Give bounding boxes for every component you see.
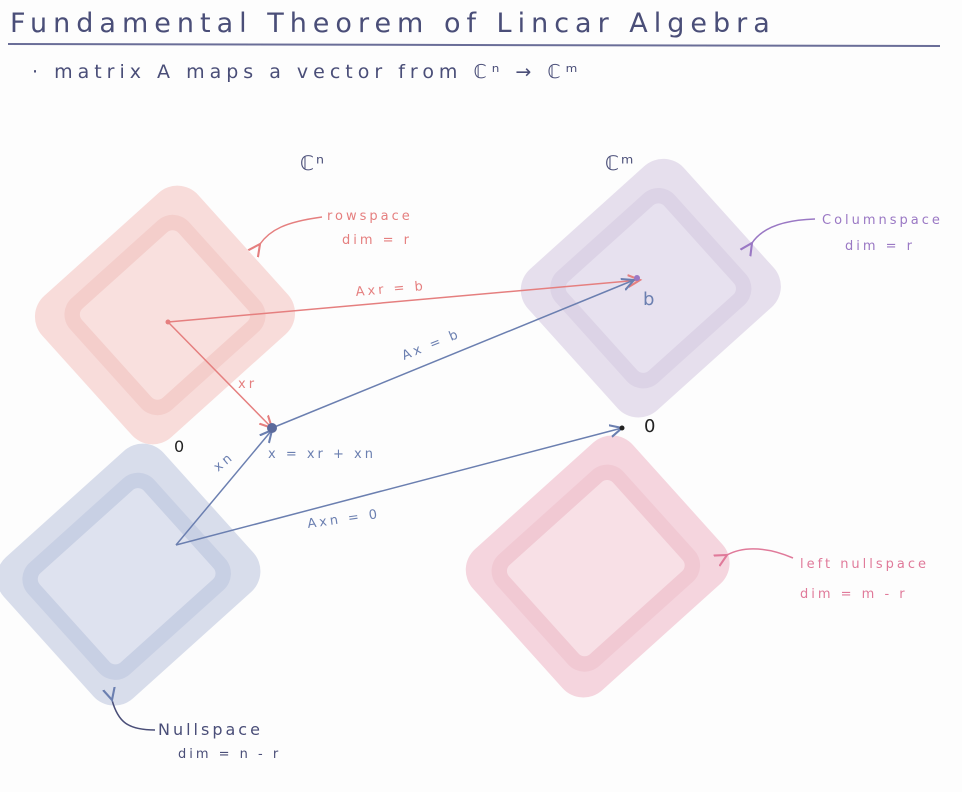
columnspace-name: Columnspace [822,213,943,228]
rowspace-region [34,185,296,445]
x-point [267,423,277,433]
rowspace-name: rowspace [327,209,413,224]
columnspace-pointer-arrow [752,218,816,243]
zero-label-right: 0 [644,416,655,437]
axr-arrow [167,280,640,323]
zero-label-left: 0 [174,437,184,456]
left-nullspace-region [465,435,730,698]
xn-label: xn [211,449,237,475]
columnspace-region [520,158,781,418]
left-nullspace-name: left nullspace [800,557,929,572]
codomain-space-label: ℂᵐ [605,151,635,175]
page-title: Fundamental Theorem of Lincar Algebra [10,8,776,39]
left-nullspace-pointer-arrow [727,548,794,558]
axn-arrow [175,428,622,546]
ax-label: Ax = b [400,327,463,364]
b-point [634,275,640,281]
left-nullspace-dim: dim = m - r [800,587,908,602]
columnspace-dim: dim = r [845,239,915,254]
nullspace-name: Nullspace [158,720,263,739]
title-underline [7,43,941,47]
domain-space-label: ℂⁿ [300,151,326,175]
xr-label: xr [238,377,257,392]
subtitle: · matrix A maps a vector from ℂⁿ → ℂᵐ [32,61,582,83]
zero-point [619,425,625,431]
nullspace-region [0,443,261,706]
xn-arrow [175,430,272,546]
b-label: b [643,289,654,310]
axr-label: Axr = b [355,279,426,300]
axn-label: Axn = 0 [306,507,381,532]
nullspace-pointer-arrow [112,700,156,731]
rowspace-pointer-arrow [260,216,323,244]
ax-arrow [271,280,634,429]
rowspace-dim: dim = r [342,233,412,248]
x-decomposition-label: x = xr + xn [268,447,376,462]
nullspace-dim: dim = n - r [178,747,281,762]
xr-arrow [167,321,272,428]
